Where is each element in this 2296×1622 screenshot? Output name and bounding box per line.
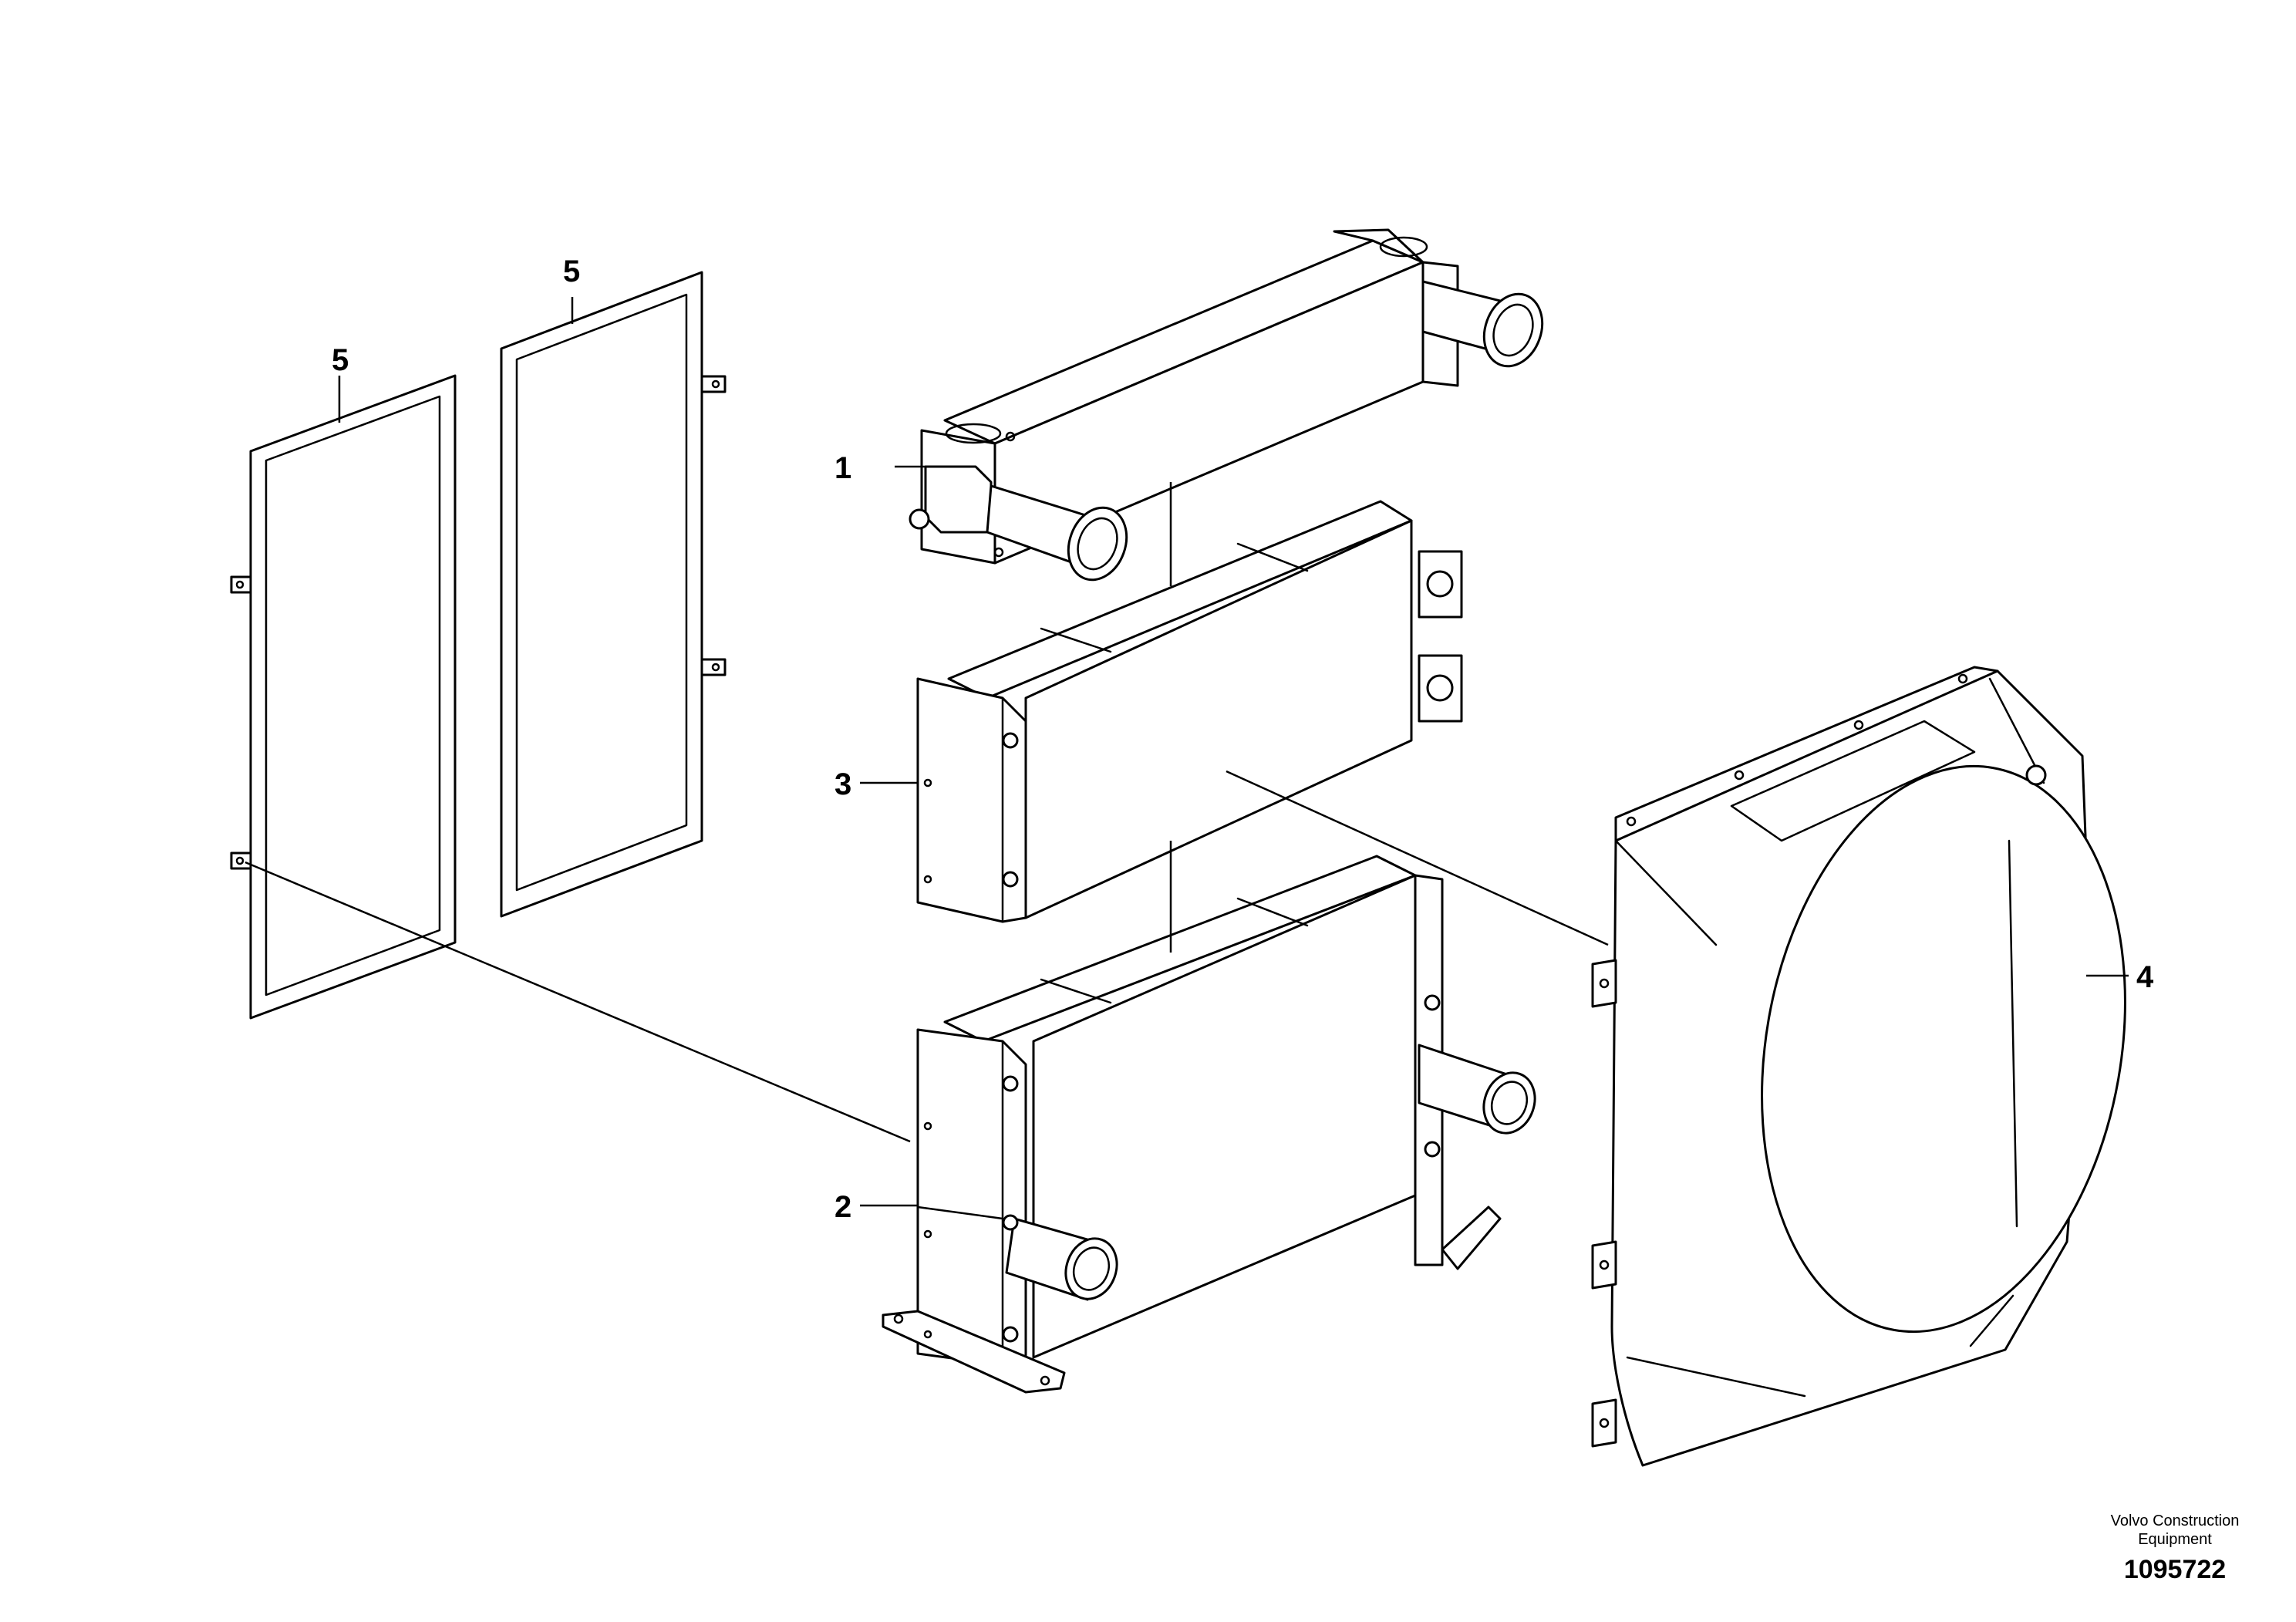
callout-1: 1 [834,451,851,485]
charge-air-cooler [909,228,1544,582]
caption-company-line2: Equipment [2138,1531,2212,1548]
seal-frame-right [500,271,727,918]
oil-cooler [916,500,1463,923]
drawing-number: 1095722 [2123,1555,2227,1584]
radiator [882,855,1536,1394]
callout-2: 2 [834,1190,851,1224]
caption-company-line1: Volvo Construction [2110,1512,2240,1529]
seal-frame-left [230,374,457,1020]
callout-5-right: 5 [563,255,580,288]
callouts: 1 3 2 4 5 5 [332,255,2154,1224]
callout-5-left: 5 [332,343,349,377]
leader-lines [244,297,2129,1207]
caption-block: Volvo Construction Equipment 1095722 [2082,1512,2267,1587]
callout-3: 3 [834,767,851,801]
callout-4: 4 [2136,960,2154,994]
fan-shroud [1591,666,2126,1467]
